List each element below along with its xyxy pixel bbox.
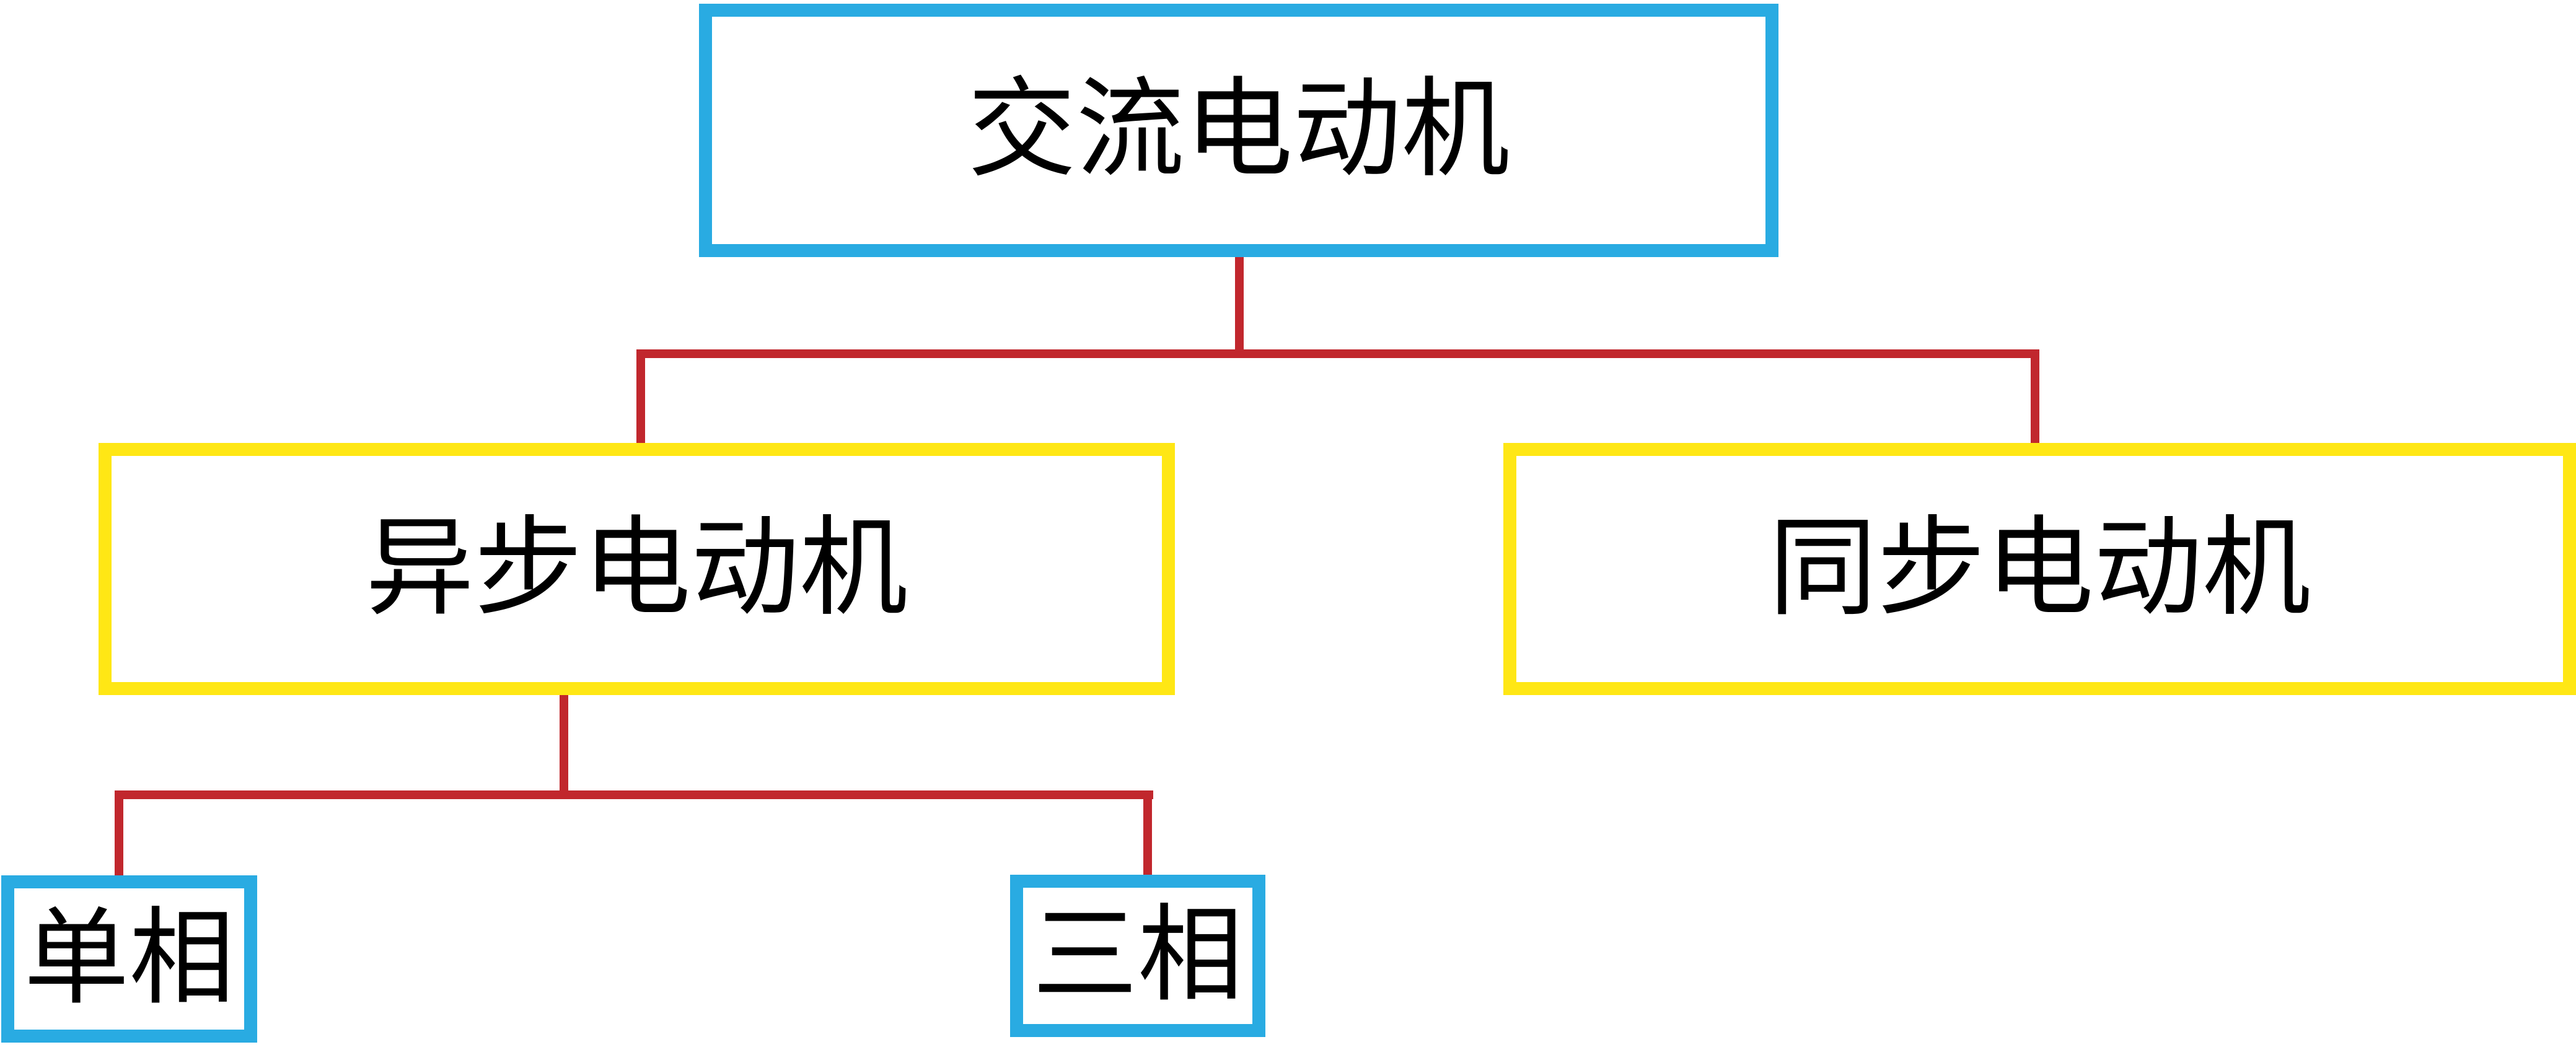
connector-root-stem <box>1235 257 1244 356</box>
connector-async-to-single-phase <box>115 790 123 877</box>
node-async-motor: 异步电动机 <box>99 443 1175 695</box>
connector-root-to-sync <box>2031 349 2039 444</box>
node-three-phase: 三相 <box>1010 875 1265 1037</box>
node-async-motor-label: 异步电动机 <box>366 509 908 629</box>
node-ac-motor: 交流电动机 <box>699 4 1778 257</box>
node-sync-motor: 同步电动机 <box>1503 443 2576 695</box>
node-sync-motor-label: 同步电动机 <box>1769 509 2311 629</box>
node-ac-motor-label: 交流电动机 <box>967 70 1510 190</box>
connector-async-stem <box>560 694 568 795</box>
connector-async-to-three-phase <box>1143 790 1152 876</box>
node-single-phase: 单相 <box>1 875 257 1043</box>
node-three-phase-label: 三相 <box>1032 898 1243 1014</box>
connector-root-crossbar <box>636 349 2039 358</box>
connector-root-to-async <box>636 349 645 444</box>
node-single-phase-label: 单相 <box>24 901 235 1017</box>
connector-async-crossbar <box>115 790 1153 799</box>
